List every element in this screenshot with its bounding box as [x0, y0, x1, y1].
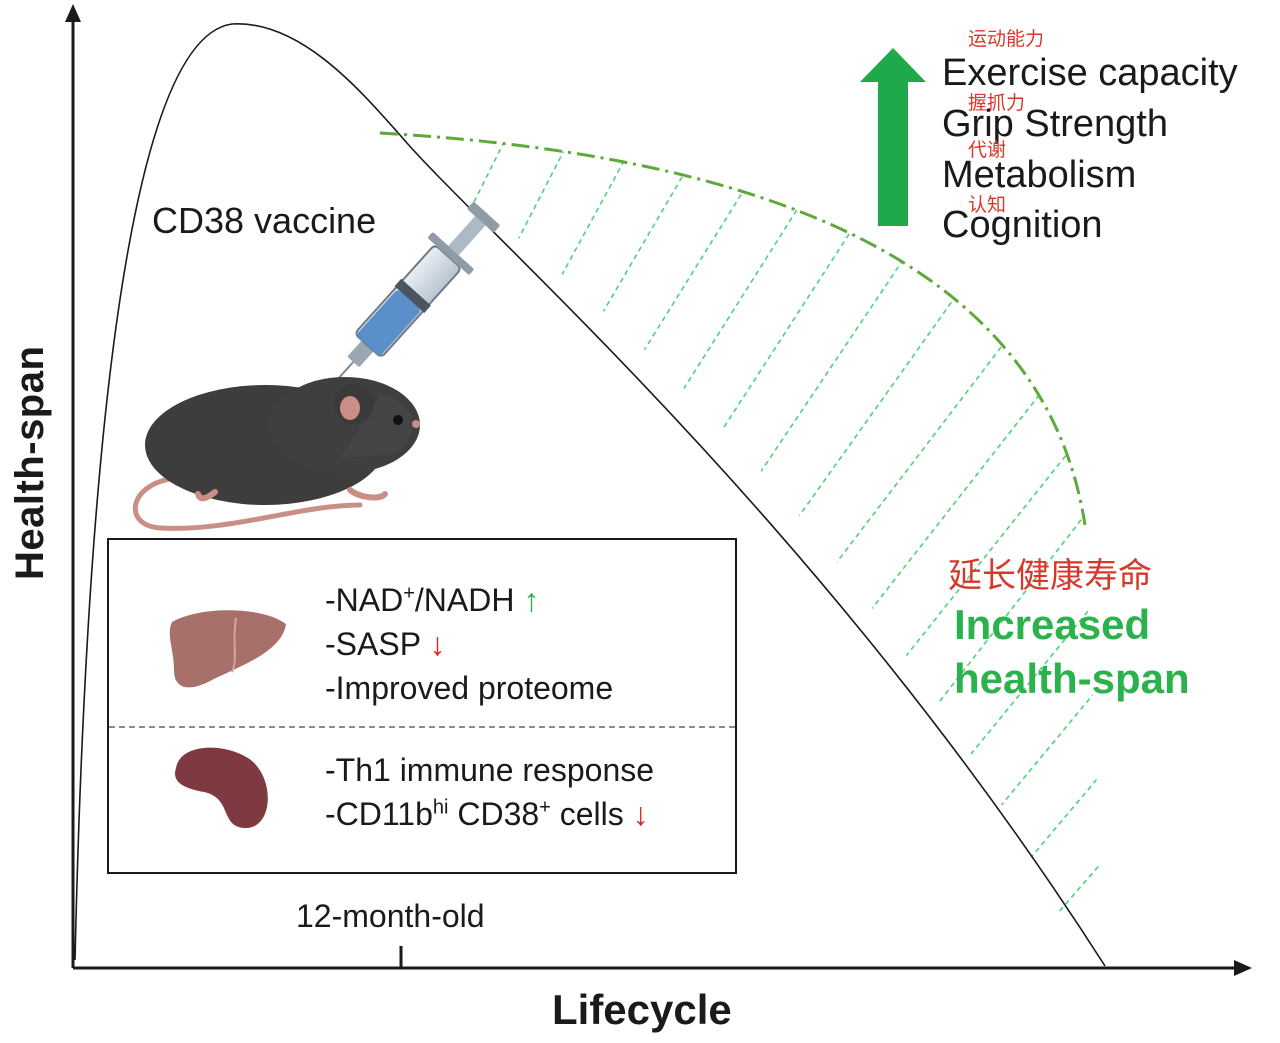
vaccine-label: CD38 vaccine	[152, 200, 377, 241]
benefit-metabolism: Metabolism	[942, 154, 1137, 196]
spleen-effect-th1: -Th1 immune response	[325, 752, 655, 788]
spleen-icon	[175, 747, 268, 829]
x-axis-title: Lifecycle	[552, 986, 732, 1033]
x-axis	[73, 960, 1252, 976]
effects-box: -NAD+/NADH ↑ -SASP ↓ -Improved proteome …	[107, 538, 737, 874]
syringe-icon	[294, 202, 500, 427]
down-arrow-icon: ↓	[632, 796, 649, 832]
benefit-cn-cognition: 认知	[968, 194, 1007, 216]
x-tick-label: 12-month-old	[296, 898, 485, 934]
liver-effect-proteome: -Improved proteome	[325, 670, 614, 706]
benefit-cn-exercise: 运动能力	[968, 28, 1045, 50]
extended-healthspan-curve	[379, 131, 1087, 526]
increase-arrow-icon	[860, 48, 926, 226]
benefit-grip: Grip Strength	[942, 103, 1168, 145]
benefit-cn-grip: 握抓力	[968, 92, 1026, 114]
benefit-cn-metabolism: 代谢	[968, 139, 1007, 161]
baseline-healthspan-curve	[74, 23, 1106, 967]
mouse-icon	[132, 377, 420, 531]
y-axis	[65, 4, 81, 968]
down-arrow-icon: ↓	[429, 626, 446, 662]
benefit-cognition: Cognition	[942, 204, 1103, 246]
liver-effect-sasp: -SASP ↓	[325, 626, 446, 662]
spleen-effect-cd11b: -CD11bhi CD38+ cells ↓	[325, 796, 649, 832]
y-axis-title: Health-span	[8, 345, 52, 580]
increased-healthspan-label: Increased health-span	[954, 598, 1190, 706]
benefit-exercise: Exercise capacity	[942, 52, 1238, 94]
liver-effect-nad: -NAD+/NADH ↑	[325, 582, 540, 618]
liver-icon	[169, 610, 286, 688]
increased-healthspan-line1: Increased	[954, 601, 1151, 648]
increased-healthspan-line2: health-span	[954, 655, 1190, 702]
increased-healthspan-cn: 延长健康寿命	[948, 556, 1152, 596]
up-arrow-icon: ↑	[523, 582, 540, 618]
box-divider	[109, 726, 735, 728]
